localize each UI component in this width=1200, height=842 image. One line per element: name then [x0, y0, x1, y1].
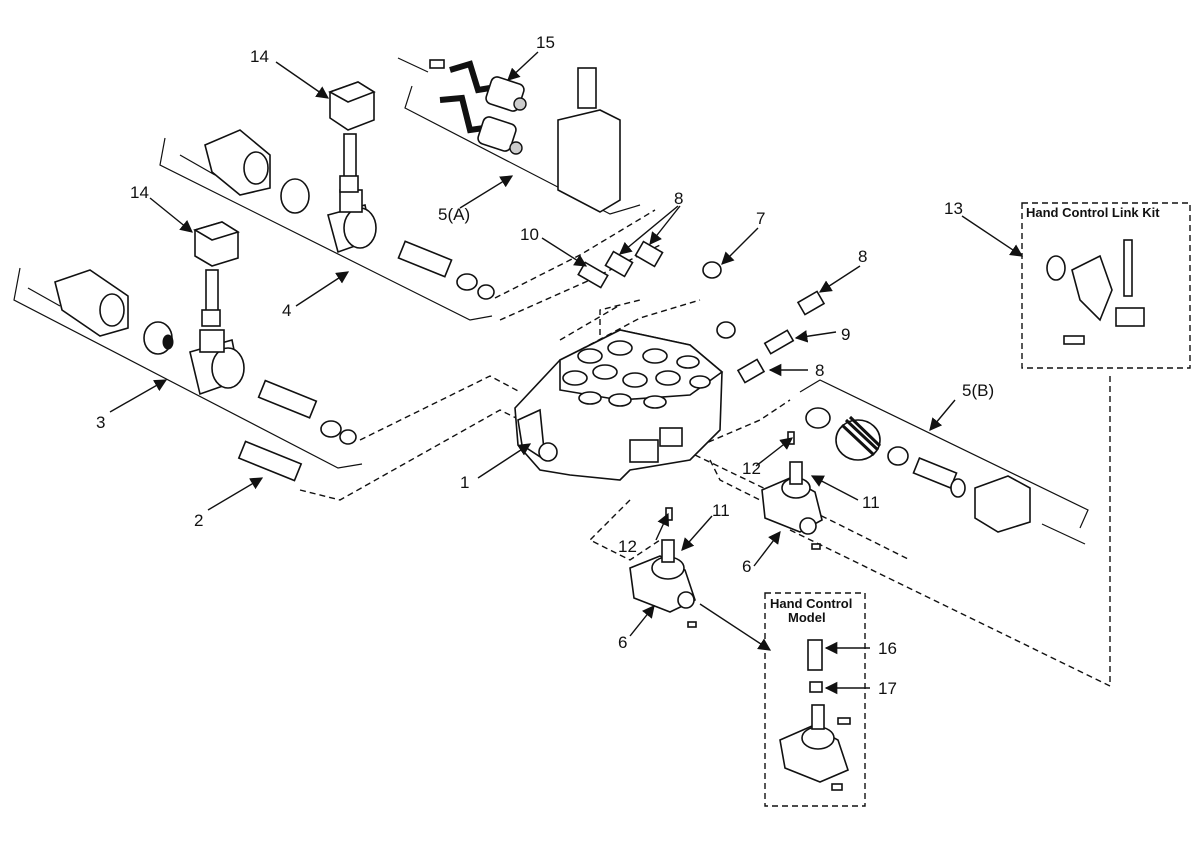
fittings-group [577, 240, 826, 384]
callout-13: 13 [944, 199, 963, 218]
spool-assembly-3 [27, 269, 357, 445]
callout-11-lower: 11 [712, 501, 730, 520]
callout-11-upper: 11 [862, 493, 880, 512]
callout-8-top: 8 [674, 189, 683, 208]
callout-14-upper: 14 [250, 47, 269, 66]
hand-control-title-line1: Hand Control [770, 596, 852, 611]
solenoid-14-upper [328, 81, 376, 193]
solenoid-14-lower [193, 221, 240, 327]
callout-12-upper: 12 [742, 459, 761, 478]
callout-16: 16 [878, 639, 897, 658]
hand-control-title-line2: Model [788, 610, 826, 625]
callout-8-right: 8 [858, 247, 867, 266]
assembly-brackets [13, 85, 1089, 529]
leader-arrows [109, 51, 1024, 695]
callout-12-lower: 12 [618, 537, 637, 556]
assembly-5a [397, 57, 621, 213]
hand-control-link-kit-box: Hand Control Link Kit [1021, 202, 1191, 369]
spool-assembly-4 [179, 129, 495, 300]
callout-14-lower: 14 [130, 183, 149, 202]
callout-10: 10 [520, 225, 539, 244]
callout-labels: 1 2 3 4 5(A) 5(B) 6 6 7 8 8 8 9 10 11 11… [96, 33, 994, 698]
callout-1: 1 [460, 473, 469, 492]
link-kit-title: Hand Control Link Kit [1026, 205, 1160, 220]
cartridge-part-2 [237, 440, 303, 482]
callout-7: 7 [756, 209, 765, 228]
callout-2: 2 [194, 511, 203, 530]
assembly-5b [805, 407, 1086, 545]
callout-5b: 5(B) [962, 381, 994, 400]
callout-6-upper: 6 [742, 557, 751, 576]
callout-4: 4 [282, 301, 291, 320]
callout-3: 3 [96, 413, 105, 432]
hand-control-lower [629, 507, 697, 628]
callout-15: 15 [536, 33, 555, 52]
callout-9: 9 [841, 325, 850, 344]
connection-lines [299, 209, 1111, 688]
callout-8-lower: 8 [815, 361, 824, 380]
callout-17: 17 [878, 679, 897, 698]
callout-5a: 5(A) [438, 205, 470, 224]
callout-6-lower: 6 [618, 633, 627, 652]
valve-body-part [514, 329, 724, 481]
hand-control-model-box: Hand Control Model [764, 592, 866, 807]
hand-control-upper [761, 431, 823, 550]
